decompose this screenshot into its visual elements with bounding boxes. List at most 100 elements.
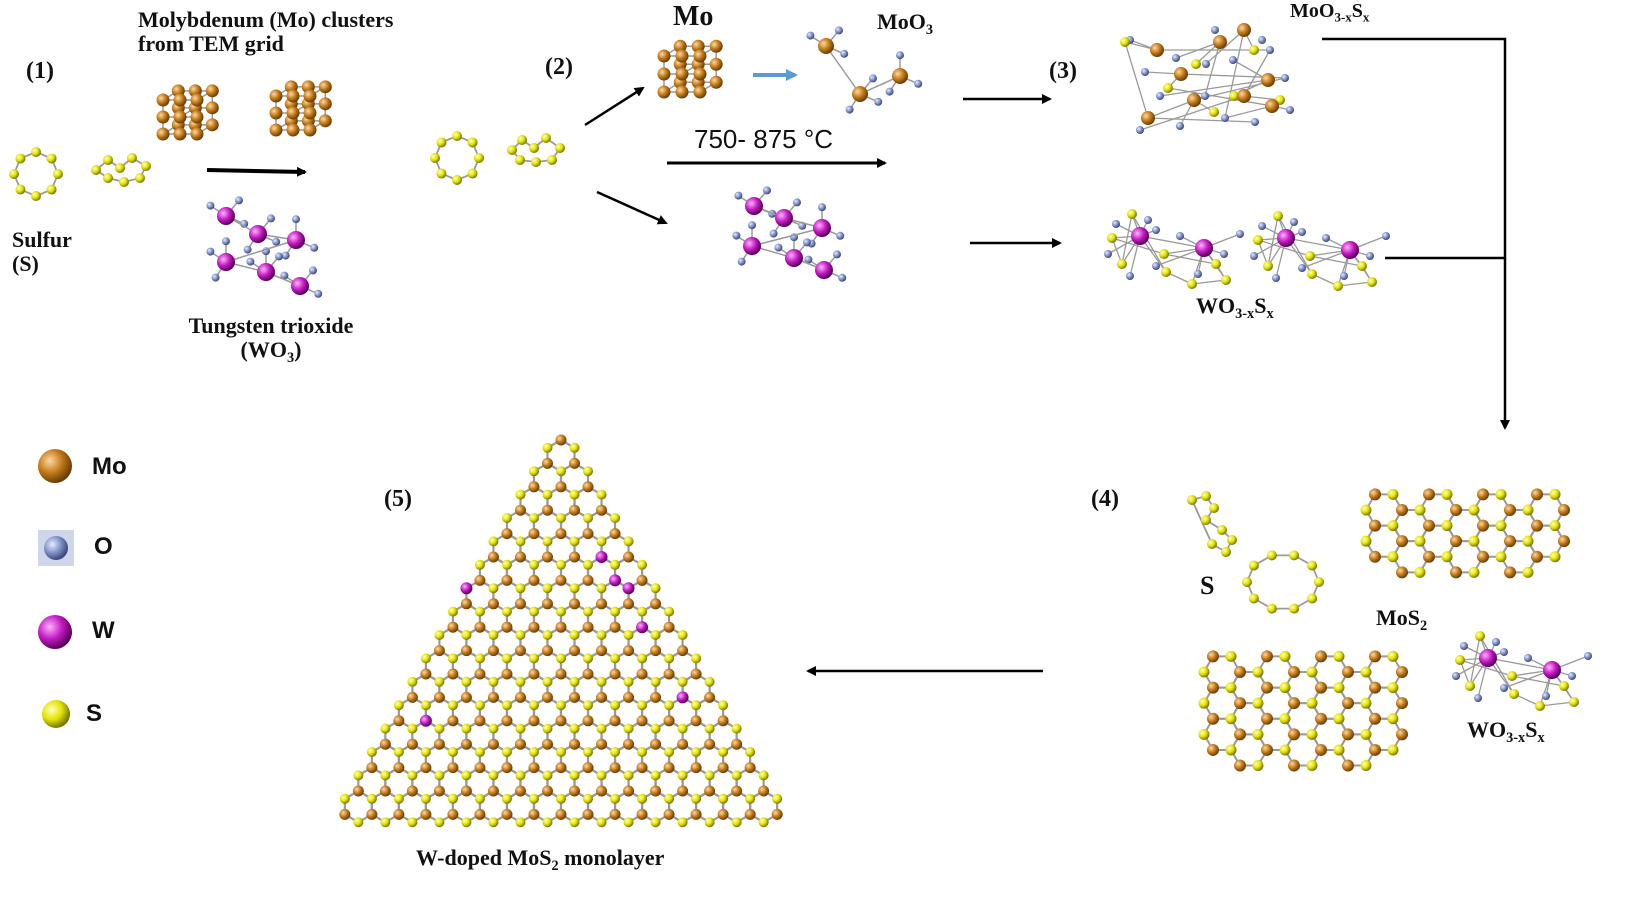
bond xyxy=(1224,105,1273,119)
arrow-step2-to-mo xyxy=(584,86,645,127)
wo3xsx-molecule-2 xyxy=(1250,211,1390,291)
atom-s xyxy=(31,147,41,157)
atom-s xyxy=(556,513,566,523)
atom-mo xyxy=(582,481,594,493)
atom-mo xyxy=(1187,93,1201,107)
legend-o-atom xyxy=(44,536,68,560)
atom-mo xyxy=(474,762,486,774)
atom-s xyxy=(407,723,418,734)
atom-mo xyxy=(541,738,553,750)
atom-s xyxy=(447,793,458,804)
atom-mo xyxy=(1288,728,1300,741)
atom-mo xyxy=(406,785,418,797)
atom-mo xyxy=(569,551,581,563)
atom-mo xyxy=(1342,697,1354,710)
atom-s xyxy=(1229,91,1239,101)
atom-s xyxy=(650,817,661,828)
atom-o xyxy=(896,51,904,60)
atom-mo xyxy=(555,574,567,586)
atom-s xyxy=(731,723,742,734)
atom-mo xyxy=(528,481,540,493)
atom-o xyxy=(1112,220,1120,228)
atom-s xyxy=(46,184,57,195)
atom-s xyxy=(1221,275,1231,285)
atom-o xyxy=(833,250,841,259)
sulfur-ring-3 xyxy=(1242,550,1324,614)
arrow-step1-to-2 xyxy=(206,166,307,177)
atom-s xyxy=(1475,631,1485,641)
atom-mo xyxy=(1342,666,1354,678)
atom-s xyxy=(1387,488,1399,500)
atom-o xyxy=(314,289,323,298)
atom-mo xyxy=(596,504,608,516)
atom-mo xyxy=(1237,23,1251,37)
atom-s xyxy=(501,513,512,523)
atom-mo xyxy=(569,785,581,797)
atom-mo xyxy=(1450,504,1462,516)
atom-o xyxy=(1141,68,1149,76)
atom-s xyxy=(1569,697,1579,707)
atom-s xyxy=(9,169,19,179)
atom-s xyxy=(1187,279,1197,289)
mo-clusters-label: Molybdenum (Mo) clusters from TEM grid xyxy=(138,7,394,57)
atom-s xyxy=(501,747,512,757)
atom-mo xyxy=(569,504,581,516)
atom-s xyxy=(91,165,101,175)
atom-s xyxy=(610,653,621,664)
atom-s xyxy=(664,700,675,711)
atom-mo xyxy=(673,39,687,53)
atom-o xyxy=(267,214,275,223)
atom-mo xyxy=(303,123,317,137)
atom-o xyxy=(737,257,746,266)
atom-mo xyxy=(704,785,716,797)
atom-o xyxy=(840,49,849,58)
atom-mo xyxy=(582,574,594,586)
bond xyxy=(1539,701,1575,707)
atom-o xyxy=(806,31,815,40)
atom-mo xyxy=(460,738,472,750)
atom-w xyxy=(1479,649,1497,667)
atom-s xyxy=(531,157,541,167)
atom-s xyxy=(610,747,621,757)
atom-s xyxy=(1227,535,1237,545)
atom-s xyxy=(556,466,566,477)
atom-s xyxy=(704,676,715,687)
atom-o xyxy=(1298,228,1306,236)
atom-s xyxy=(436,168,447,179)
atom-mo xyxy=(286,89,300,103)
atom-s xyxy=(664,606,675,617)
atom-mo xyxy=(704,738,716,750)
atom-o xyxy=(1524,654,1532,662)
atom-mo xyxy=(709,39,723,53)
atom-o xyxy=(310,243,319,252)
bond xyxy=(1511,675,1565,687)
atom-s xyxy=(353,770,364,781)
atom-s xyxy=(420,653,431,664)
atom-o xyxy=(1584,652,1592,660)
atom-mo xyxy=(393,715,405,727)
atom-mo xyxy=(420,808,432,820)
atom-w xyxy=(813,219,831,237)
atom-mo xyxy=(569,598,581,610)
atom-s xyxy=(1495,520,1507,532)
atom-mo xyxy=(286,106,300,120)
atom-mo xyxy=(818,38,834,54)
moo3-molecule xyxy=(806,26,923,114)
atom-o xyxy=(292,215,300,224)
atom-o xyxy=(1258,36,1266,44)
atom-s xyxy=(1468,504,1480,516)
atom-s xyxy=(46,153,57,164)
atom-s xyxy=(1306,728,1318,740)
atom-s xyxy=(461,630,472,640)
atom-s xyxy=(380,817,391,828)
atom-s xyxy=(1549,551,1561,563)
atom-s xyxy=(1441,488,1453,500)
atom-o xyxy=(748,221,756,230)
atom-mo xyxy=(1141,111,1155,125)
atom-s xyxy=(1198,666,1210,678)
atom-s xyxy=(677,723,688,734)
atom-s xyxy=(1306,760,1318,772)
atom-s xyxy=(610,606,621,617)
atom-mo xyxy=(569,645,581,657)
